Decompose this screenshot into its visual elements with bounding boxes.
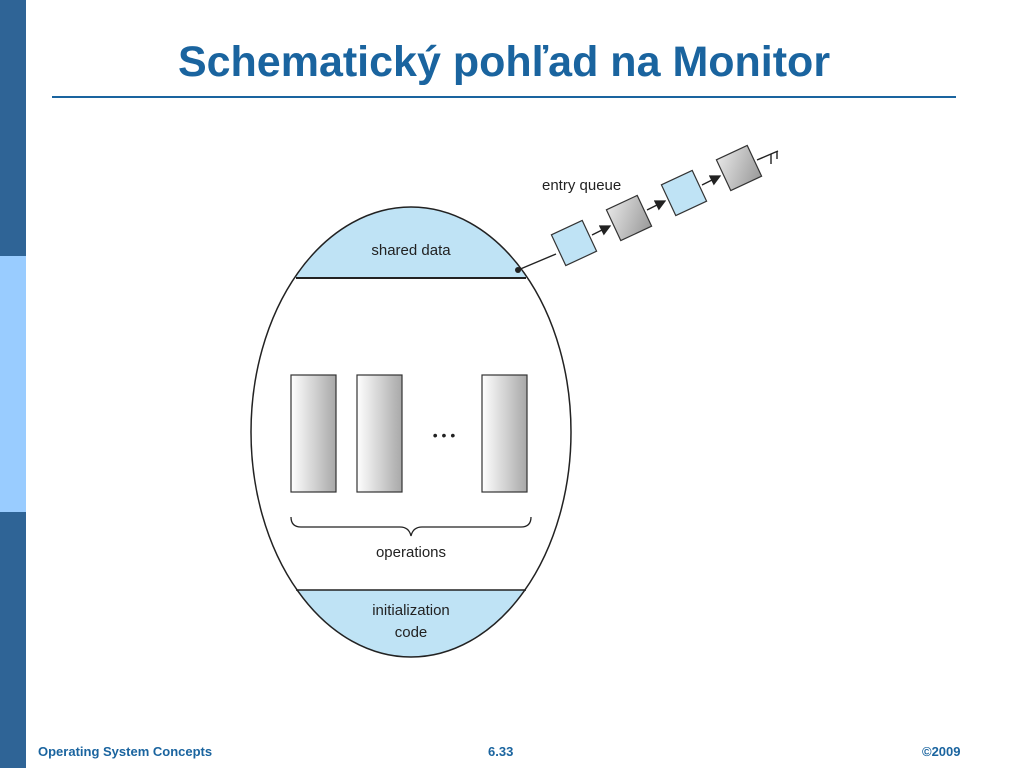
queue-arrow-3 bbox=[701, 175, 722, 186]
operations-brace bbox=[290, 516, 532, 537]
initialization-label-line1: initialization bbox=[372, 602, 450, 619]
queue-link-0 bbox=[517, 253, 557, 271]
sidebar-segment-top bbox=[0, 0, 26, 256]
sidebar-segment-middle bbox=[0, 256, 26, 512]
title-underline bbox=[52, 96, 956, 98]
footer-page-number: 6.33 bbox=[488, 744, 514, 759]
operation-box-2 bbox=[356, 374, 403, 493]
slide-title: Schematický pohľad na Monitor bbox=[177, 38, 831, 86]
sidebar-segment-bottom bbox=[0, 512, 26, 768]
shared-data-region bbox=[251, 207, 571, 278]
operations-ellipsis: • • • bbox=[433, 427, 456, 443]
operation-box-n bbox=[481, 374, 528, 493]
queue-node-3 bbox=[660, 169, 708, 217]
queue-tail-link bbox=[756, 150, 779, 161]
queue-ground-symbol bbox=[770, 151, 778, 164]
footer-course: Operating System Concepts bbox=[38, 744, 213, 759]
queue-node-4 bbox=[715, 144, 763, 192]
queue-node-2 bbox=[605, 194, 653, 242]
operations-label: operations bbox=[376, 544, 446, 561]
footer-copyright: ©2009 bbox=[922, 744, 961, 759]
shared-data-label: shared data bbox=[371, 242, 451, 259]
queue-node-1 bbox=[550, 219, 598, 267]
queue-arrow-1 bbox=[591, 225, 612, 236]
monitor-outline bbox=[250, 206, 572, 658]
queue-arrow-2 bbox=[646, 200, 667, 211]
initialization-label-line2: code bbox=[395, 624, 428, 641]
entry-queue-label: entry queue bbox=[542, 177, 621, 194]
sidebar-accent bbox=[0, 0, 26, 768]
operation-box-1 bbox=[290, 374, 337, 493]
